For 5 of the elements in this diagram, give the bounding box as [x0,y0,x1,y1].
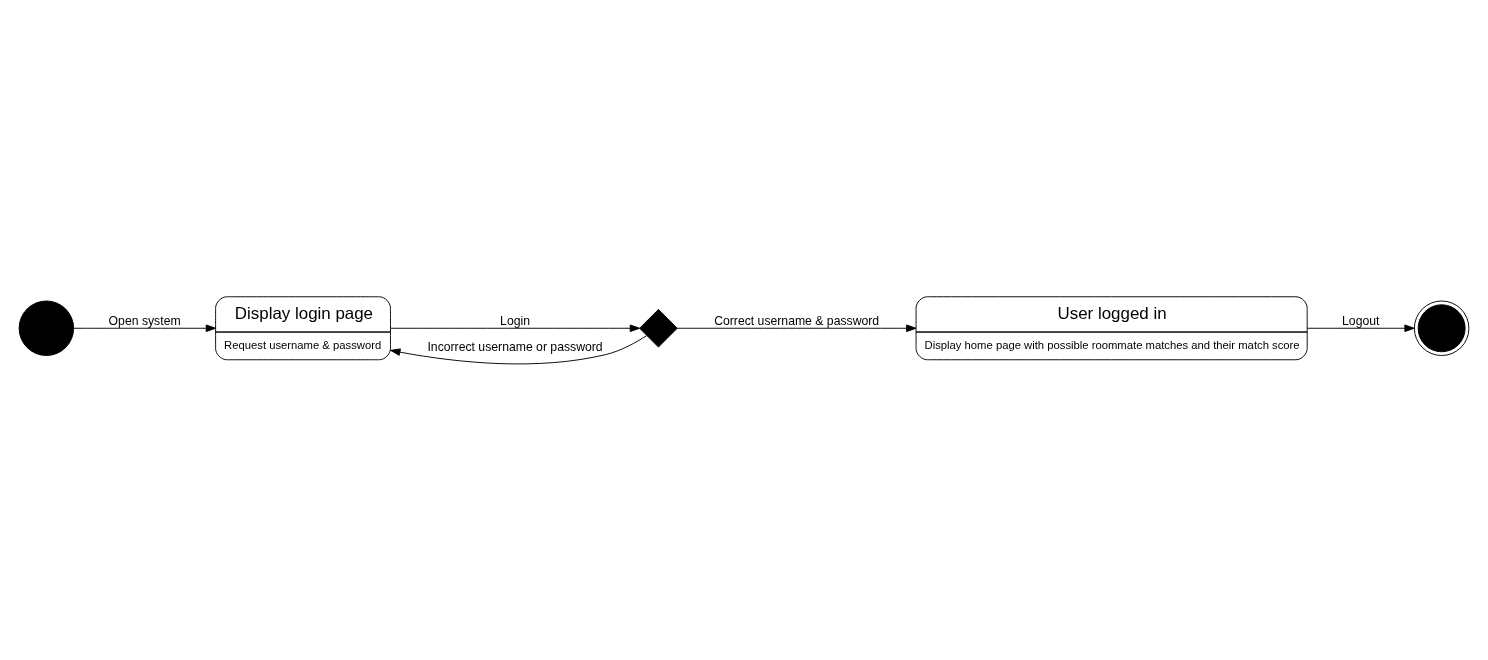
edge-label: Login [500,313,531,328]
edge-label: Logout [1342,313,1380,328]
edge-label: Incorrect username or password [427,339,603,354]
edge-label: Open system [108,313,181,328]
edge-label: Correct username & password [714,313,880,328]
